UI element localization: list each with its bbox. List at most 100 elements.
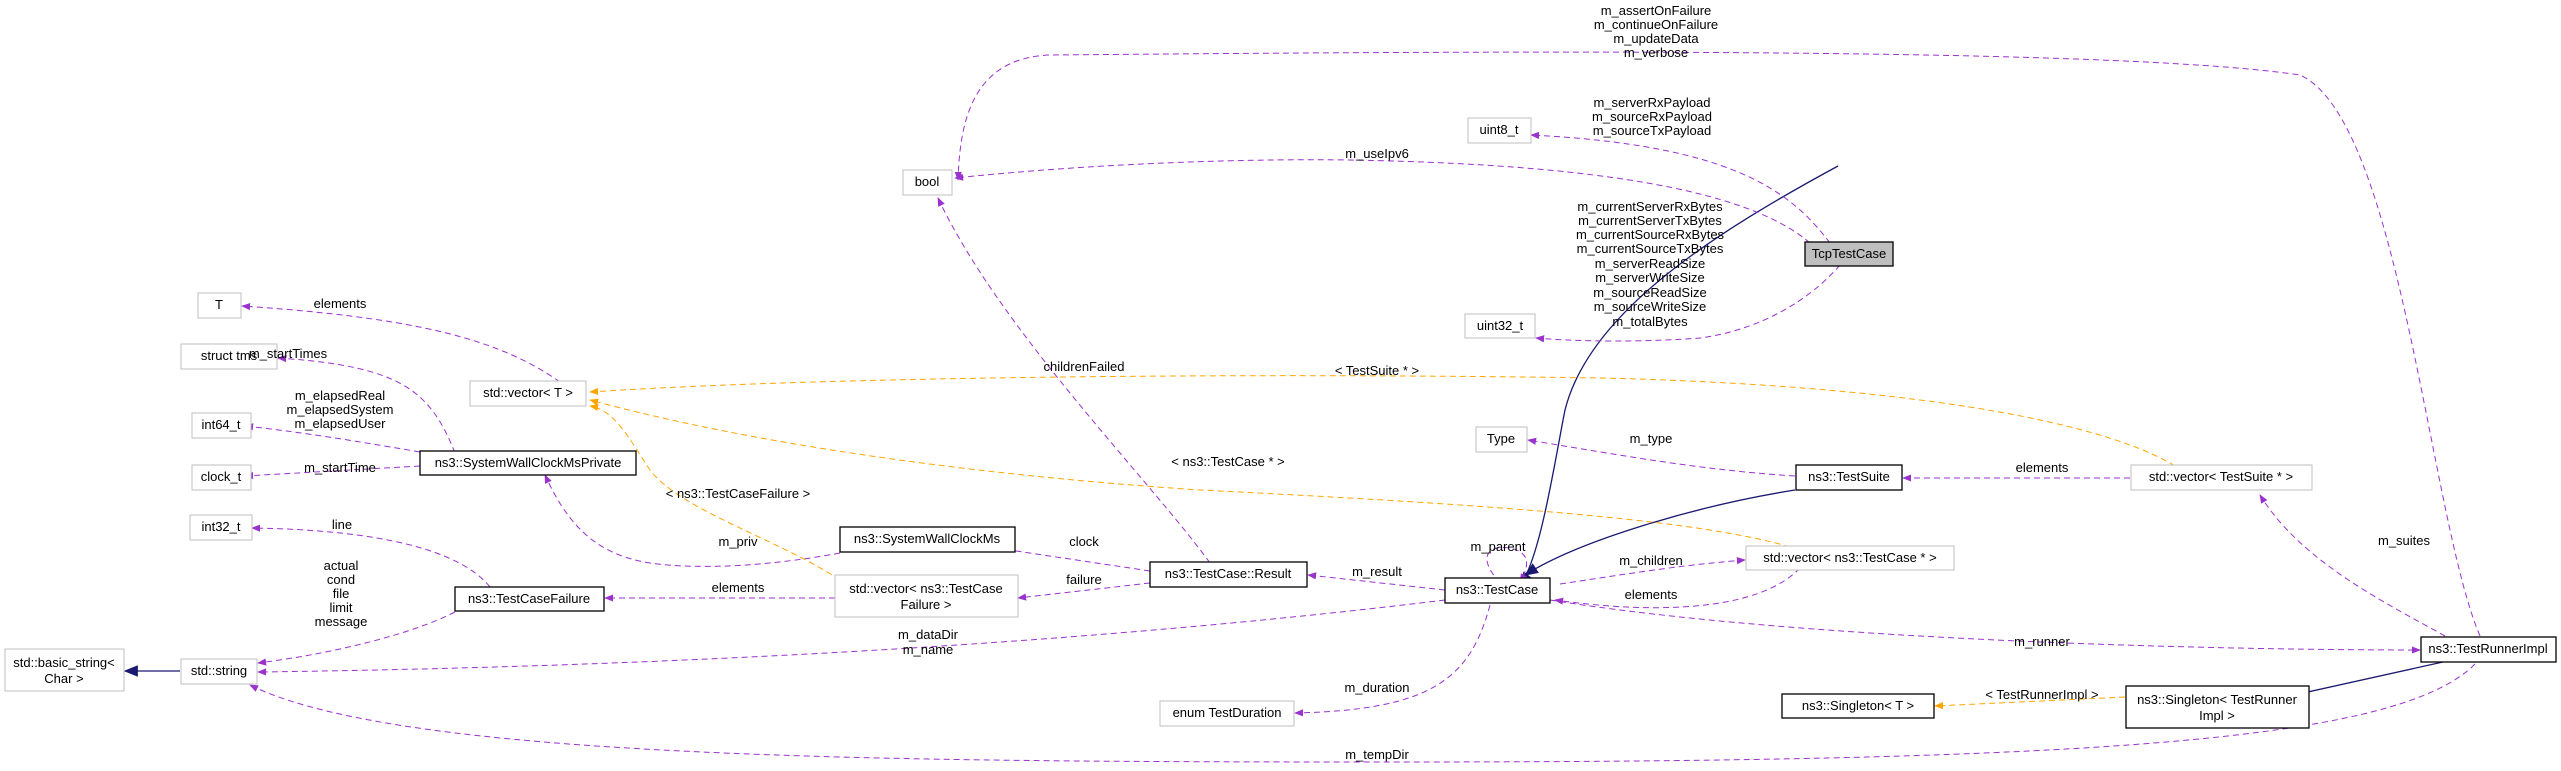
- svg-text:Impl >: Impl >: [2199, 708, 2235, 723]
- svg-text:ns3::TestRunnerImpl: ns3::TestRunnerImpl: [2428, 641, 2547, 656]
- edge-tcp-uint8: [1530, 131, 1831, 244]
- node-testsuite[interactable]: ns3::TestSuite: [1795, 464, 1903, 491]
- svg-text:m_sourceTxPayload: m_sourceTxPayload: [1593, 123, 1712, 138]
- svg-text:ns3::Singleton< T >: ns3::Singleton< T >: [1802, 698, 1914, 713]
- label-case-vecT: < ns3::TestCase * >: [1171, 454, 1284, 469]
- node-clock_t[interactable]: clock_t: [191, 464, 252, 491]
- svg-text:ns3::SystemWallClockMs: ns3::SystemWallClockMs: [854, 531, 1001, 546]
- svg-text:m_verbose: m_verbose: [1624, 45, 1688, 60]
- edge-private-int64: [244, 423, 421, 453]
- node-bool[interactable]: bool: [902, 169, 953, 196]
- svg-text:uint8_t: uint8_t: [1479, 122, 1518, 137]
- svg-text:int32_t: int32_t: [201, 519, 240, 534]
- node-vector-T[interactable]: std::vector< T >: [469, 380, 587, 407]
- node-type[interactable]: Type: [1475, 426, 1528, 453]
- node-tcptestcase[interactable]: TcpTestCase: [1804, 241, 1894, 267]
- svg-text:message: message: [315, 614, 368, 629]
- edge-vectorT-T: [241, 302, 561, 383]
- edge-runner-string: [249, 663, 2476, 763]
- svg-text:ns3::TestCase::Result: ns3::TestCase::Result: [1165, 566, 1292, 581]
- node-testcase-result[interactable]: ns3::TestCase::Result: [1149, 561, 1308, 588]
- node-basic-string[interactable]: std::basic_string< Char >: [4, 648, 125, 692]
- label-vecfailure-failure: elements: [712, 580, 765, 595]
- node-systemwallclockms-private[interactable]: ns3::SystemWallClockMsPrivate: [419, 450, 637, 476]
- node-enum-testduration[interactable]: enum TestDuration: [1159, 700, 1295, 727]
- label-case-runner: m_runner: [2014, 634, 2070, 649]
- edge-case-string: [257, 599, 1446, 676]
- label-case-result: m_result: [1352, 564, 1402, 579]
- svg-text:ns3::SystemWallClockMsPrivate: ns3::SystemWallClockMsPrivate: [435, 455, 622, 470]
- edge-tcptestcase-testcase: [1519, 165, 1839, 587]
- edge-case-result: [1307, 572, 1446, 591]
- node-testcasefailure[interactable]: ns3::TestCaseFailure: [454, 586, 605, 612]
- node-testrunnerimpl[interactable]: ns3::TestRunnerImpl: [2420, 636, 2557, 663]
- svg-text:limit: limit: [329, 600, 352, 615]
- edge-runner-vecsuite: [2259, 494, 2446, 637]
- edge-suite-type: [1527, 437, 1796, 477]
- svg-text:m_elapsedReal: m_elapsedReal: [295, 388, 385, 403]
- label-vecsuite-suite: elements: [2016, 460, 2069, 475]
- svg-text:bool: bool: [915, 174, 940, 189]
- edge-tcp-bool: [954, 159, 1811, 244]
- svg-text:file: file: [333, 586, 350, 601]
- svg-text:int64_t: int64_t: [201, 417, 240, 432]
- node-int64_t[interactable]: int64_t: [191, 412, 252, 439]
- svg-text:T: T: [215, 297, 223, 312]
- svg-text:m_sourceWriteSize: m_sourceWriteSize: [1594, 299, 1706, 314]
- label-wallclock-private: m_priv: [718, 534, 758, 549]
- svg-text:m_continueOnFailure: m_continueOnFailure: [1594, 17, 1718, 32]
- svg-text:std::string: std::string: [191, 663, 247, 678]
- node-T[interactable]: T: [197, 292, 242, 319]
- label-case-duration: m_duration: [1344, 680, 1409, 695]
- label-case-children: m_children: [1619, 553, 1683, 568]
- svg-text:clock_t: clock_t: [201, 469, 242, 484]
- node-uint32_t[interactable]: uint32_t: [1464, 313, 1536, 339]
- node-int32_t[interactable]: int32_t: [189, 514, 253, 541]
- edge-singleton-tmpl: [1934, 696, 2126, 710]
- label-result-bool: childrenFailed: [1044, 359, 1125, 374]
- svg-text:m_updateData: m_updateData: [1613, 31, 1699, 46]
- svg-text:m_serverRxPayload: m_serverRxPayload: [1593, 95, 1710, 110]
- node-vector-testcasefailure[interactable]: std::vector< ns3::TestCase Failure >: [834, 574, 1019, 618]
- svg-text:m_currentServerTxBytes: m_currentServerTxBytes: [1578, 213, 1722, 228]
- svg-text:std::vector< ns3::TestCase: std::vector< ns3::TestCase: [849, 581, 1003, 596]
- node-singleton-T[interactable]: ns3::Singleton< T >: [1781, 693, 1935, 719]
- edge-result-bool: [937, 197, 1211, 564]
- svg-text:m_currentSourceRxBytes: m_currentSourceRxBytes: [1576, 227, 1725, 242]
- svg-text:std::basic_string<: std::basic_string<: [13, 655, 115, 670]
- svg-text:uint32_t: uint32_t: [1477, 318, 1524, 333]
- edge-failure-string: [257, 611, 456, 666]
- node-vector-testsuite[interactable]: std::vector< TestSuite * >: [2130, 464, 2313, 491]
- label-result-wallclock: clock: [1069, 534, 1099, 549]
- edge-runnerimpl-singleton: [2283, 655, 2471, 700]
- svg-text:struct tms: struct tms: [201, 348, 258, 363]
- svg-text:m_sourceReadSize: m_sourceReadSize: [1593, 285, 1706, 300]
- label-private-tms: m_startTimes: [249, 346, 328, 361]
- edge-failure-int32: [251, 524, 491, 588]
- node-vector-testcase[interactable]: std::vector< ns3::TestCase * >: [1745, 545, 1955, 571]
- node-uint8_t[interactable]: uint8_t: [1467, 117, 1532, 144]
- label-runner-vecsuite: m_suites: [2378, 533, 2431, 548]
- svg-text:Failure >: Failure >: [901, 597, 952, 612]
- label-tcp-uint32: m_currentServerRxBytes m_currentServerTx…: [1576, 199, 1725, 329]
- svg-text:m_serverReadSize: m_serverReadSize: [1595, 256, 1706, 271]
- label-tcp-uint8: m_serverRxPayload m_sourceRxPayload m_so…: [1592, 95, 1712, 138]
- label-singleton-tmpl: < TestRunnerImpl >: [1985, 687, 2098, 702]
- label-runner-bool: m_assertOnFailure m_continueOnFailure m_…: [1594, 3, 1718, 60]
- svg-text:m_elapsedUser: m_elapsedUser: [294, 416, 386, 431]
- edge-vecsuite-vectorT: [589, 375, 2176, 467]
- label-private-clock: m_startTime: [304, 460, 376, 475]
- svg-text:Type: Type: [1487, 431, 1515, 446]
- node-testcase[interactable]: ns3::TestCase: [1444, 577, 1551, 604]
- node-struct-tms[interactable]: struct tms: [180, 343, 278, 370]
- svg-text:ns3::Singleton< TestRunner: ns3::Singleton< TestRunner: [2137, 692, 2298, 707]
- label-failure-vecT: < ns3::TestCaseFailure >: [666, 486, 811, 501]
- label-vectc-case: elements: [1625, 587, 1678, 602]
- label-failure-string: actual cond file limit message: [315, 558, 368, 629]
- svg-text:ns3::TestSuite: ns3::TestSuite: [1808, 469, 1890, 484]
- node-std-string[interactable]: std::string: [180, 658, 258, 685]
- node-systemwallclockms[interactable]: ns3::SystemWallClockMs: [839, 526, 1016, 553]
- edge-wallclock-private: [544, 474, 841, 567]
- node-singleton-testrunnerimpl[interactable]: ns3::Singleton< TestRunner Impl >: [2125, 685, 2310, 729]
